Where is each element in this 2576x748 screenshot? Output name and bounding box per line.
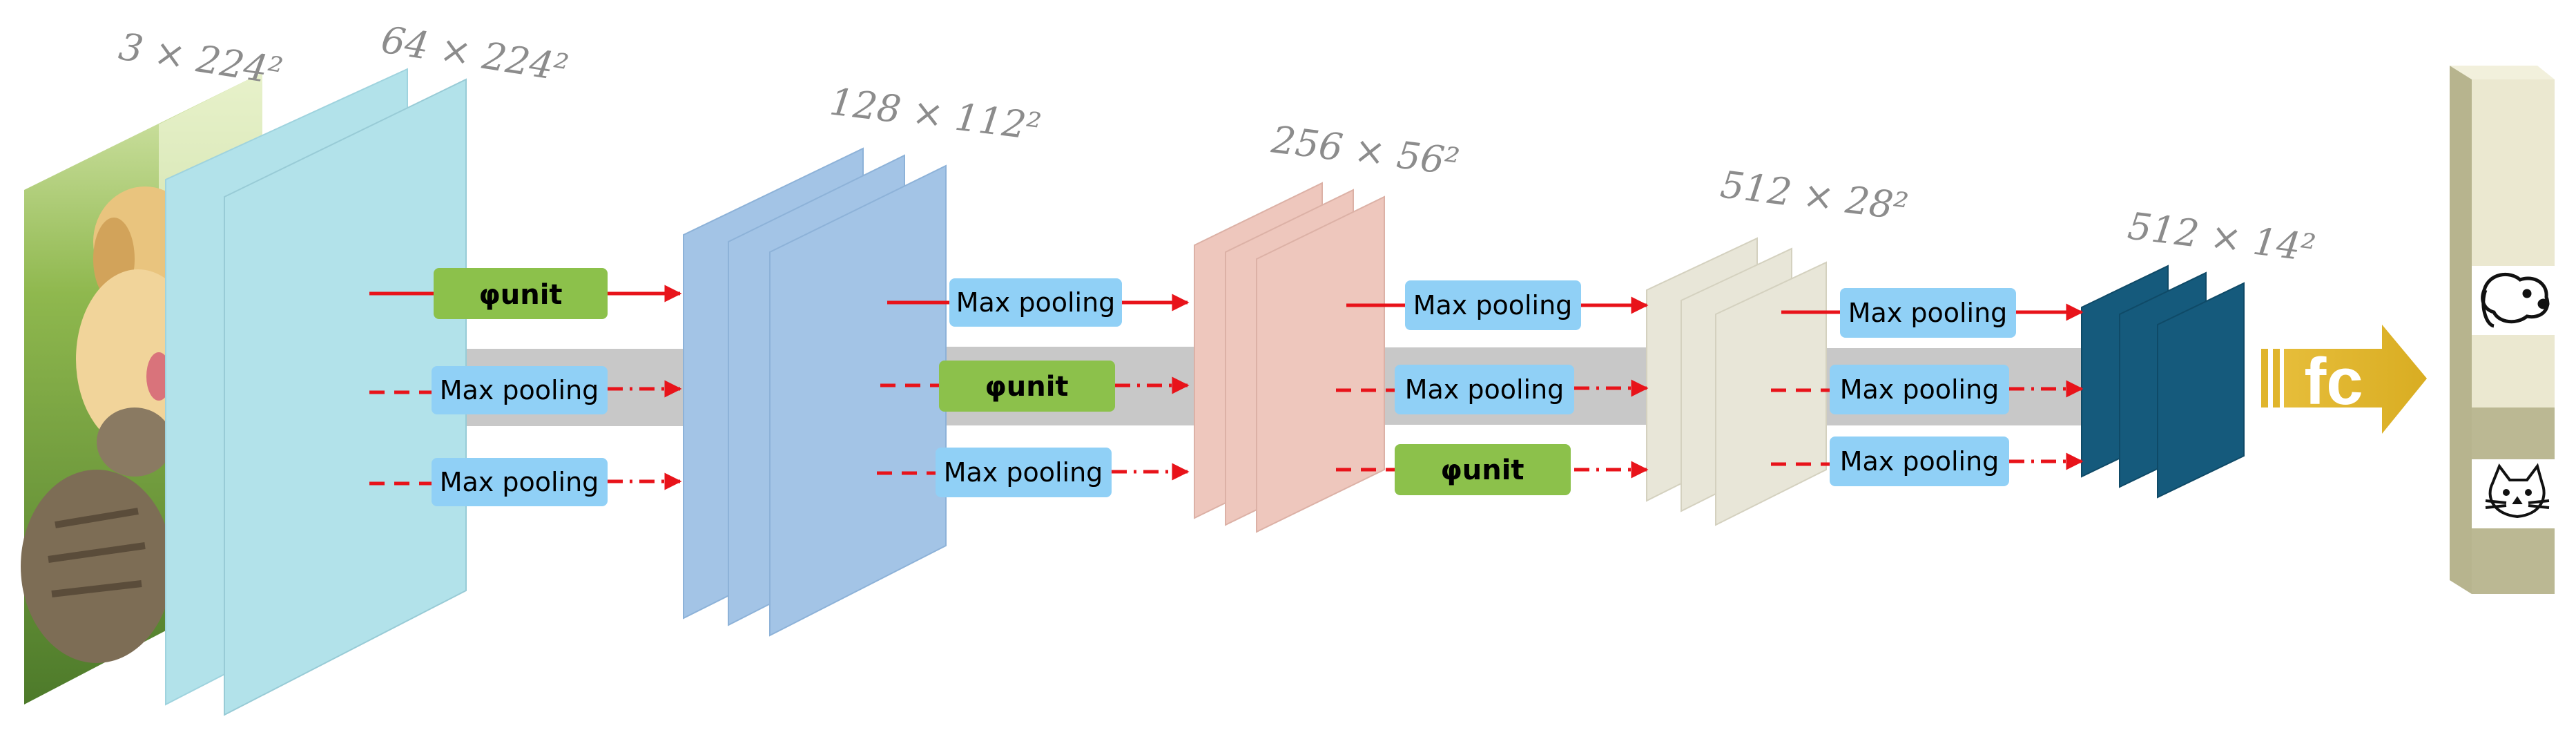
max-pooling-label: Max pooling bbox=[1848, 298, 2008, 328]
flow-arrows bbox=[369, 285, 2084, 490]
op-4-top: Max pooling bbox=[1840, 288, 2016, 338]
dim-input: 3 × 224² bbox=[116, 25, 286, 94]
max-pooling-label: Max pooling bbox=[440, 467, 599, 497]
dog-icon bbox=[2481, 273, 2550, 328]
max-pooling-label: Max pooling bbox=[1413, 290, 1573, 320]
stage5-layer-c bbox=[2157, 282, 2245, 499]
op-3-bot: φunit bbox=[1395, 444, 1571, 495]
max-pooling-label: Max pooling bbox=[440, 375, 599, 405]
phi-unit-label: φunit bbox=[985, 371, 1068, 403]
fc-label: fc bbox=[2304, 345, 2363, 419]
cat-head bbox=[97, 407, 173, 477]
stage5-feature-maps bbox=[2081, 265, 2245, 499]
max-pooling-box bbox=[1395, 365, 1574, 414]
output-upper-block bbox=[2472, 79, 2555, 266]
phi-unit-box bbox=[1395, 444, 1571, 495]
op-1-top: φunit bbox=[434, 268, 608, 319]
phi-unit-label: φunit bbox=[1440, 454, 1524, 486]
op-2-mid: φunit bbox=[939, 361, 1115, 412]
output-side-face bbox=[2450, 66, 2472, 594]
max-pooling-box bbox=[949, 278, 1122, 327]
phi-unit-box bbox=[434, 268, 608, 319]
phi-unit-box bbox=[939, 361, 1115, 412]
cat-body bbox=[21, 470, 173, 663]
max-pooling-label: Max pooling bbox=[1405, 374, 1565, 405]
max-pooling-box bbox=[432, 366, 608, 414]
stage2-feature-maps bbox=[683, 147, 947, 637]
cat-stripes bbox=[48, 508, 146, 597]
stage3-layer-c bbox=[1256, 195, 1385, 533]
output-mid-block bbox=[2472, 335, 2555, 407]
max-pooling-box bbox=[1830, 365, 2009, 414]
max-pooling-box bbox=[1840, 288, 2016, 338]
fc-stripe-2 bbox=[2273, 349, 2280, 407]
stage1-layer-b bbox=[224, 78, 467, 716]
stage3-feature-maps bbox=[1194, 182, 1385, 533]
fc-arrow-body bbox=[2284, 325, 2427, 434]
op-1-mid: Max pooling bbox=[432, 366, 608, 414]
op-3-mid: Max pooling bbox=[1395, 365, 1574, 414]
max-pooling-label: Max pooling bbox=[1840, 374, 1999, 405]
max-pooling-label: Max pooling bbox=[944, 457, 1103, 488]
stage4-feature-maps bbox=[1646, 237, 1827, 526]
max-pooling-label: Max pooling bbox=[956, 287, 1116, 318]
stage4-layer-c bbox=[1715, 261, 1827, 526]
op-3-top: Max pooling bbox=[1405, 280, 1581, 330]
max-pooling-box bbox=[1405, 280, 1581, 330]
output-top-face bbox=[2450, 66, 2555, 79]
fc-arrow: fc bbox=[2261, 325, 2427, 434]
op-2-bot: Max pooling bbox=[936, 448, 1112, 497]
max-pooling-label: Max pooling bbox=[1840, 446, 1999, 477]
output-bottom-block bbox=[2472, 528, 2555, 594]
dim-stage5: 512 × 14² bbox=[2125, 204, 2318, 270]
max-pooling-box bbox=[1830, 437, 2009, 486]
max-pooling-box bbox=[432, 458, 608, 506]
stage1-feature-maps bbox=[165, 68, 467, 716]
stage2-layer-c bbox=[769, 164, 947, 637]
phi-unit-label: φunit bbox=[478, 279, 562, 311]
op-1-bot: Max pooling bbox=[432, 458, 608, 506]
op-2-top: Max pooling bbox=[949, 278, 1122, 327]
dim-stage4: 512 × 28² bbox=[1718, 162, 1910, 229]
operation-boxes: φunit Max pooling Max pooling Max poolin… bbox=[432, 268, 2016, 506]
output-lower-block bbox=[2472, 407, 2555, 459]
dim-stage3: 256 × 56² bbox=[1268, 117, 1462, 184]
cat-icon bbox=[2485, 463, 2550, 519]
fc-stripe-1 bbox=[2261, 349, 2268, 407]
op-4-bot: Max pooling bbox=[1830, 437, 2009, 486]
op-4-mid: Max pooling bbox=[1830, 365, 2009, 414]
cat-class-cell bbox=[2472, 459, 2555, 528]
dim-stage2: 128 × 112² bbox=[827, 79, 1043, 148]
max-pooling-box bbox=[936, 448, 1112, 497]
output-column bbox=[2450, 66, 2555, 594]
